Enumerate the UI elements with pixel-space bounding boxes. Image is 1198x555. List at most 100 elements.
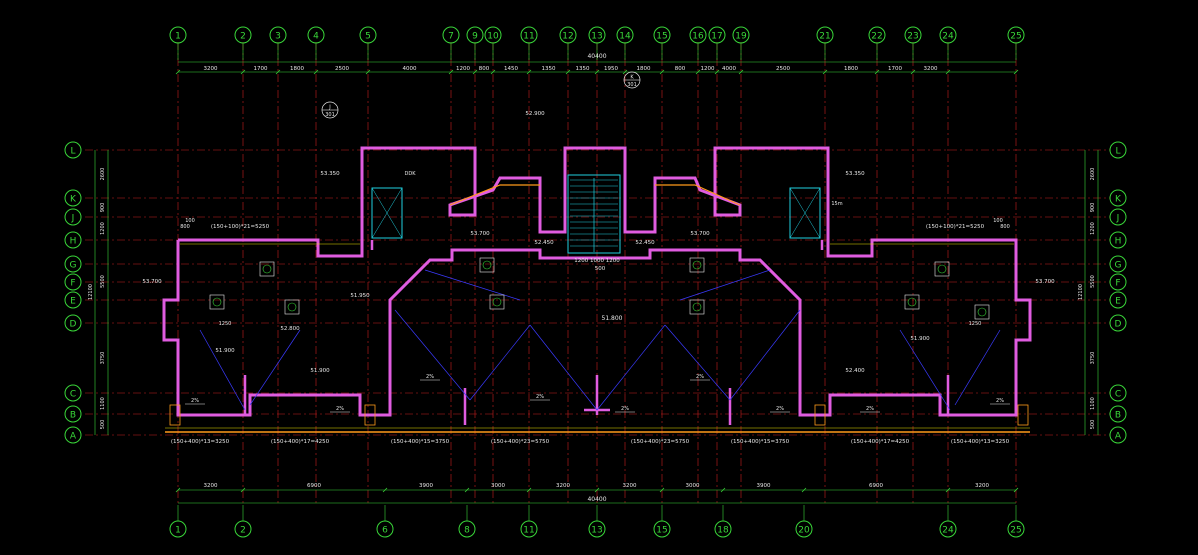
axis-bubble-circle (64, 426, 82, 444)
dim-top-9: 1350 (576, 66, 590, 72)
axis-bubble-circle (1109, 255, 1127, 273)
dim-top-total: 40400 (587, 53, 606, 60)
axis-bubble-label: K (70, 195, 77, 205)
top-step-note-right: (150+100)*21=5250 (926, 224, 985, 230)
axis-bubble-right-B: B (1109, 405, 1127, 423)
stair-dim-note: 1200 1000 1200 (574, 258, 620, 264)
axis-bubble-top-4: 4 (307, 26, 325, 44)
dim-left-total: 12100 (88, 284, 94, 300)
top-step-note-left: (150+100)*21=5250 (211, 224, 270, 230)
roof-drain-box (904, 294, 920, 310)
axis-bubble-label: G (1115, 261, 1122, 271)
axis-bubble-label: 20 (798, 526, 810, 536)
bottom-step-note-1: (150+400)*17=4250 (271, 439, 330, 445)
axis-bubble-label: D (70, 320, 77, 330)
axis-bubble-top-5: 5 (359, 26, 377, 44)
section-number: 301 (627, 82, 637, 88)
dim-top-2: 1800 (290, 66, 304, 72)
axis-bubble-label: 13 (591, 32, 602, 42)
dim-left-1: 900 (100, 203, 106, 213)
bottom-step-note-6: (150+400)*17=4250 (851, 439, 910, 445)
plan-details (169, 174, 1029, 426)
axis-bubble-top-7: 7 (442, 26, 460, 44)
axis-bubble-left-D: D (64, 314, 82, 332)
dim-tick (801, 487, 807, 493)
slope-pct-8: 2% (996, 398, 1004, 404)
axis-bubble-left-E: E (64, 291, 82, 309)
column-block (814, 404, 826, 426)
axis-bubble-label: 24 (942, 32, 954, 42)
dim-left-2: 1200 (100, 222, 106, 235)
axis-bubble-right-L: L (1109, 141, 1127, 159)
dim-bottom-6: 3000 (686, 483, 700, 489)
dim-top-17: 1700 (888, 66, 902, 72)
axis-bubble-circle (1109, 291, 1127, 309)
column-block (364, 404, 376, 426)
axis-bubble-bottom-25: 25 (1007, 520, 1025, 538)
axis-bubble-right-C: C (1109, 384, 1127, 402)
dim-tick (526, 69, 532, 75)
dim-tick (175, 69, 181, 75)
axis-bubble-circle (64, 384, 82, 402)
axis-bubble-label: 8 (464, 526, 470, 536)
dim-top-3: 2500 (335, 66, 349, 72)
axis-bubble-circle (1109, 189, 1127, 207)
axis-bubble-label: A (1115, 432, 1122, 442)
roof-drain-box (259, 261, 275, 277)
bottom-step-note-7: (150+400)*13=3250 (951, 439, 1010, 445)
column-block (169, 404, 181, 426)
axis-bubble-label: E (1115, 297, 1121, 307)
dim-bottom-8: 6900 (869, 483, 883, 489)
dim-right-total: 12100 (1078, 284, 1084, 300)
elevator-diag (371, 187, 403, 239)
axis-bubble-right-J: J (1109, 208, 1127, 226)
axis-bubble-label: 4 (313, 32, 319, 42)
axis-bubble-label: 1 (175, 526, 181, 536)
axis-bubble-right-G: G (1109, 255, 1127, 273)
dim-bottom-7: 3900 (757, 483, 771, 489)
section-letter: J (328, 105, 330, 111)
dim-tick (714, 69, 720, 75)
axis-bubble-right-D: D (1109, 314, 1127, 332)
axis-bubble-label: 25 (1010, 32, 1021, 42)
dim-tick (472, 69, 478, 75)
dim-left-5: 1100 (100, 397, 106, 410)
roof-drain-box (209, 294, 225, 310)
axis-bubble-label: 3 (275, 32, 281, 42)
dim-tick (1013, 487, 1019, 493)
roof-drain (692, 260, 702, 270)
dim-tick (910, 69, 916, 75)
elev-label-stair-right: 52.450 (635, 240, 655, 246)
elev-label-mid-left: 53.700 (470, 231, 490, 237)
dim-left-0: 2600 (100, 168, 106, 181)
elev-label-top: 52.900 (525, 111, 545, 117)
axis-bubble-top-19: 19 (732, 26, 750, 44)
axis-bubble-label: 25 (1010, 526, 1021, 536)
dim-800-right: 800 (1000, 224, 1010, 230)
dim-tick (448, 69, 454, 75)
slope-line (394, 309, 471, 401)
elev-label-top-left: 53.350 (320, 171, 340, 177)
axis-bubble-bottom-11: 11 (520, 520, 538, 538)
dim-left-4: 3750 (100, 352, 106, 365)
dim-right-1: 900 (1090, 203, 1096, 213)
roof-drain-box (934, 261, 950, 277)
dim-top-5: 1200 (456, 66, 470, 72)
axis-bubble-circle (1109, 273, 1127, 291)
axis-bubble-top-15: 15 (653, 26, 671, 44)
elevator-shaft (789, 187, 821, 239)
axis-bubble-circle (1109, 314, 1127, 332)
roof-drain (482, 260, 492, 270)
axis-bubble-label: 22 (871, 32, 882, 42)
dim-tick (565, 69, 571, 75)
slope-pct-6: 2% (866, 406, 874, 412)
axis-bubble-label: A (70, 432, 77, 442)
slope-line (664, 324, 731, 401)
axis-bubble-top-13: 13 (588, 26, 606, 44)
dim-tick (1013, 69, 1019, 75)
dim-tick (490, 69, 496, 75)
axis-bubble-label: 21 (819, 32, 830, 42)
dim-tick (175, 487, 181, 493)
